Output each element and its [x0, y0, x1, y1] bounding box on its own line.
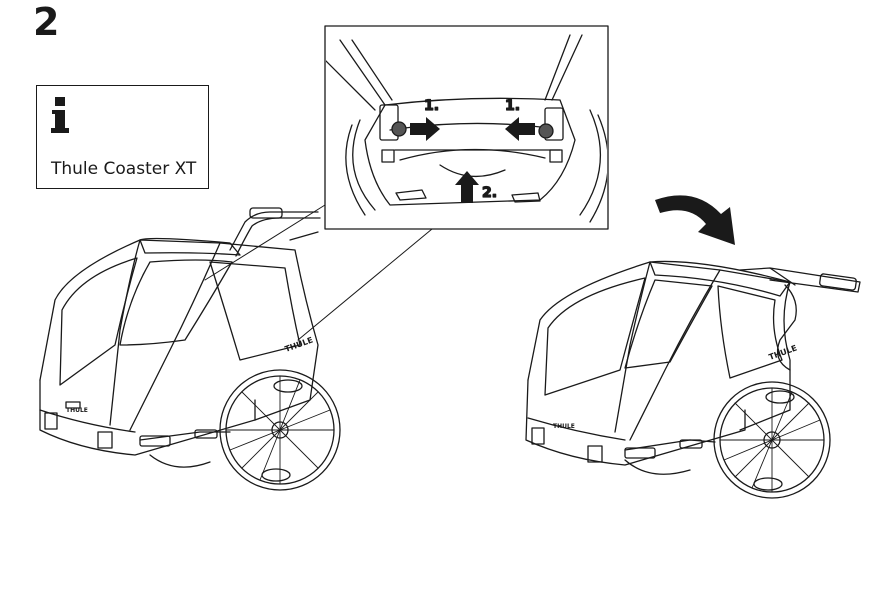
step-number: 2 [33, 0, 60, 44]
label-release-left: 1. [424, 98, 439, 114]
product-name: Thule Coaster XT [51, 159, 197, 179]
lift-up-arrow [455, 171, 479, 203]
trailer-left: THULE THULE [39, 207, 341, 491]
info-box: Thule Coaster XT [36, 85, 209, 189]
trailer-right: THULE THULE [525, 260, 861, 499]
svg-text:THULE: THULE [66, 407, 88, 414]
svg-text:THULE: THULE [553, 423, 575, 430]
svg-text:THULE: THULE [768, 343, 799, 361]
info-icon [51, 97, 69, 133]
label-release-right: 1. [505, 98, 520, 114]
detail-callout: 1. 1. 2. [324, 25, 609, 230]
label-lift: 2. [482, 185, 497, 201]
rotate-arrow-icon [655, 195, 735, 245]
push-right-arrow [410, 117, 440, 141]
push-left-arrow [505, 117, 535, 141]
